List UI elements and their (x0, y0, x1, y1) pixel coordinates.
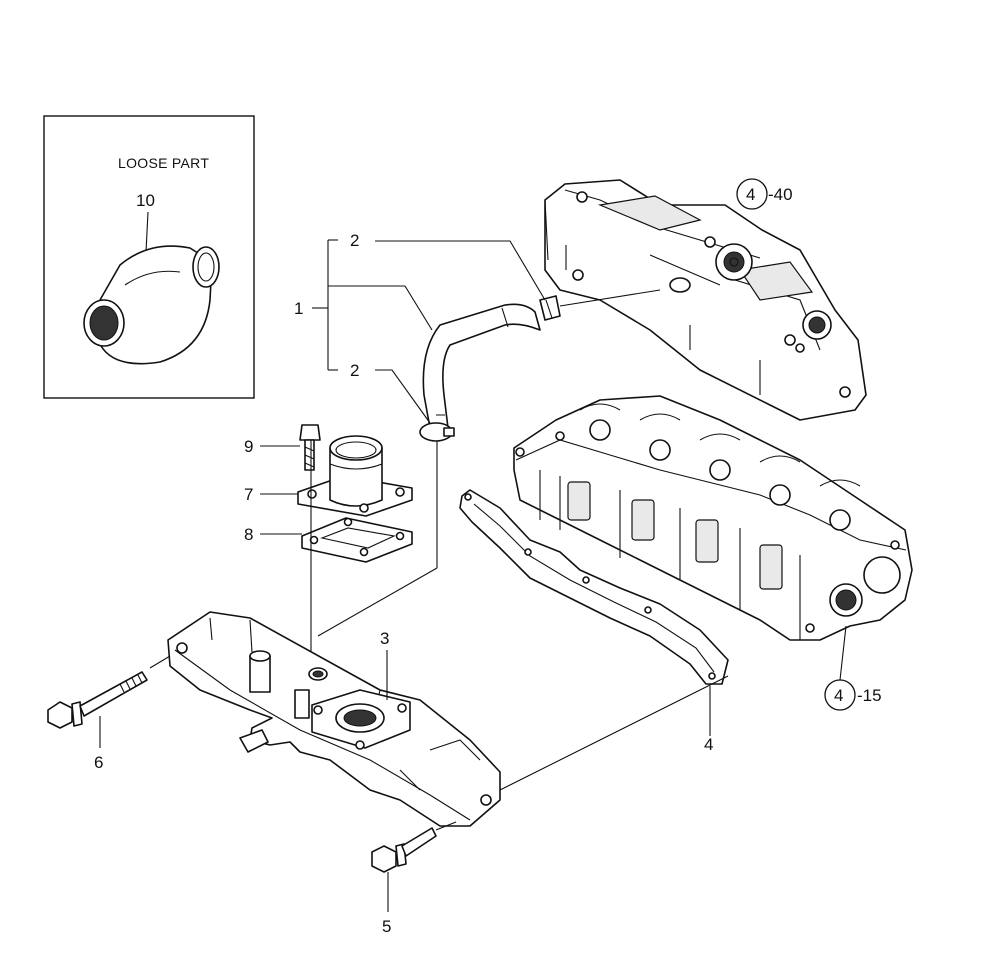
head-ref-suffix: -15 (857, 686, 882, 705)
cylinder-head[interactable] (513, 395, 913, 641)
callout-4: 4 (704, 735, 713, 754)
callout-6: 6 (94, 753, 103, 772)
loose-part-box: LOOSE PART 10 (43, 115, 255, 399)
thermostat-cover[interactable] (297, 435, 413, 517)
cover-reference: 4 -40 (736, 178, 793, 210)
cover-ref-suffix: -40 (768, 185, 793, 204)
hose-clamp-lower[interactable] (419, 422, 455, 442)
head-reference: 4 -15 (824, 625, 882, 711)
breather-hose[interactable] (422, 303, 541, 429)
manifold-gasket[interactable] (459, 489, 729, 685)
callout-1: 1 (294, 299, 303, 318)
callout-7: 7 (244, 485, 253, 504)
manifold-bolt-long[interactable] (47, 671, 148, 729)
callout-9: 9 (244, 437, 253, 456)
manifold[interactable] (167, 611, 501, 827)
head-ref-circle-number: 4 (834, 686, 843, 705)
callout-2-lower: 2 (350, 361, 359, 380)
callout-1-bracket: 1 2 2 (294, 231, 546, 424)
thermostat-gasket[interactable] (301, 517, 413, 563)
loose-part-cap[interactable] (83, 245, 220, 365)
callout-8: 8 (244, 525, 253, 544)
cover-ref-circle-number: 4 (746, 185, 755, 204)
callout-2-upper: 2 (350, 231, 359, 250)
loose-part-title: LOOSE PART (118, 155, 209, 171)
rocker-cover[interactable] (544, 179, 867, 421)
thermostat-bolt[interactable] (299, 424, 321, 471)
callout-5: 5 (382, 917, 391, 936)
callout-10: 10 (136, 191, 155, 210)
callout-3: 3 (380, 629, 389, 648)
hose-clamp-upper[interactable] (539, 295, 561, 321)
manifold-bolt-short[interactable] (371, 827, 437, 873)
